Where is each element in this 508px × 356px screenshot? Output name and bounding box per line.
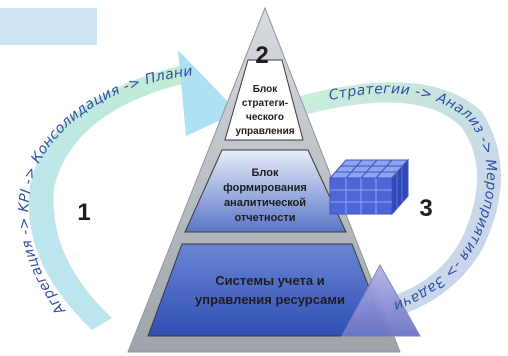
right-cycle-arc: [300, 82, 501, 318]
number-1: 1: [77, 199, 90, 226]
left-cycle-arc: [28, 64, 186, 330]
number-3: 3: [419, 195, 432, 222]
tier-top-line-4: управления: [235, 126, 294, 137]
tier-middle-line-2: формирования: [223, 182, 307, 194]
tier-top-block: [224, 59, 304, 141]
tier-top-line-2: стратеги-: [242, 98, 288, 109]
data-cube-icon: [328, 158, 410, 216]
tier-middle-line-3: аналитической: [224, 197, 306, 209]
tier-top-line-3: ческого: [246, 112, 284, 123]
tier-middle-block: [184, 149, 347, 233]
tier-top-line-1: Блок: [253, 84, 279, 95]
tier-middle-line-1: Блок: [252, 167, 279, 179]
number-2: 2: [255, 42, 268, 69]
tier-middle-line-4: отчетности: [234, 212, 295, 224]
tier-bottom-line-1: Системы учета и: [215, 273, 324, 288]
corner-box: [0, 8, 97, 45]
triangle-arrow-icon: [341, 263, 421, 337]
tier-bottom-line-2: управления ресурсами: [195, 292, 345, 307]
